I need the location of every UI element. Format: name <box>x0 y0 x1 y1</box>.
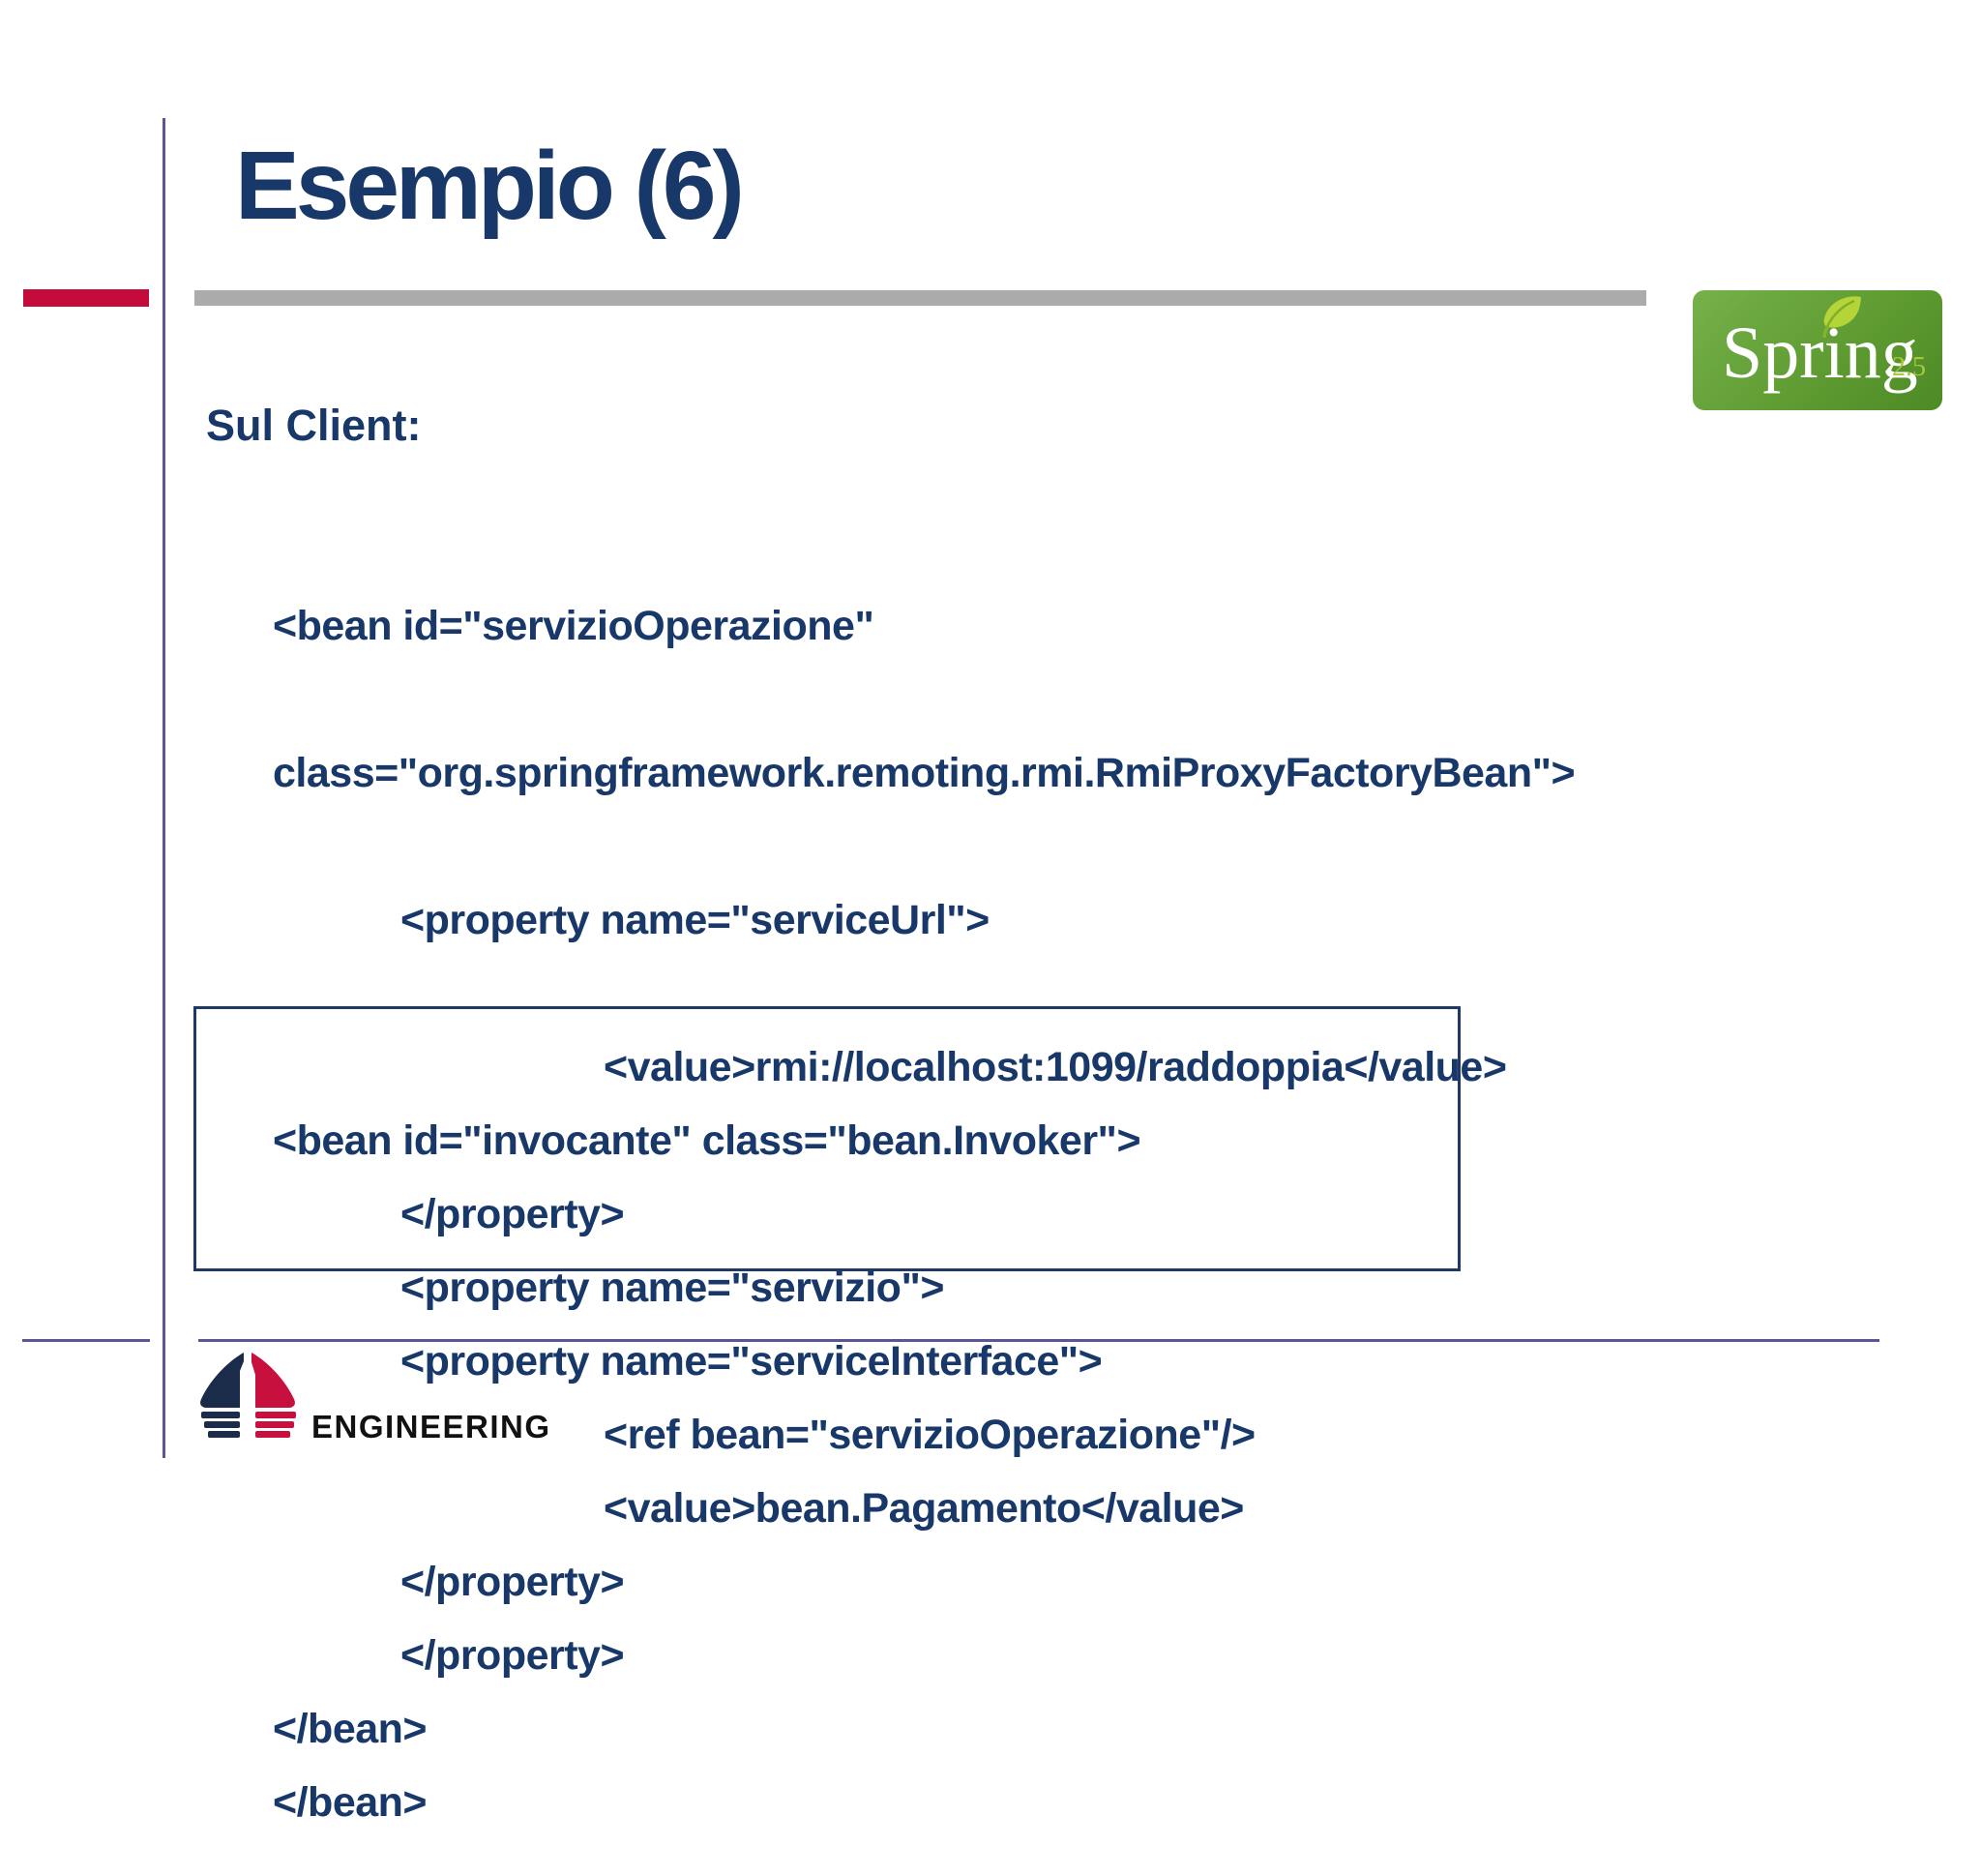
footer-rule-right <box>198 1339 1879 1342</box>
section-label: Sul Client: <box>206 401 422 450</box>
code-line: </property> <box>400 1191 625 1237</box>
code-line: </bean> <box>273 1706 428 1752</box>
code-line: <value>rmi://localhost:1099/raddoppia</v… <box>604 1044 1507 1090</box>
slide-canvas: { "slide": { "title": "Esempio (6)", "cl… <box>22 118 1942 1826</box>
left-vertical-rule <box>163 118 165 1458</box>
footer-rule-left <box>22 1339 150 1342</box>
engineering-logo-mark <box>196 1353 299 1438</box>
spring-logo-wordmark: Spring <box>1722 313 1918 394</box>
code-line: </property> <box>400 1559 625 1605</box>
code-highlight-box <box>193 1006 1461 1271</box>
code-block-invocante: <bean id="invocante" class="bean.Invoker… <box>0 1020 1981 1802</box>
code-line: class="org.springframework.remoting.rmi.… <box>273 750 1576 796</box>
red-accent-bar <box>23 289 149 307</box>
spring-logo: Spring 2.5 <box>1693 290 1942 410</box>
code-line: <bean id="servizioOperazione" <box>273 603 874 649</box>
code-line: <property name="serviceInterface"> <box>400 1338 1103 1385</box>
title-underline-bar <box>194 290 1646 306</box>
spring-logo-version: 2.5 <box>1892 352 1926 382</box>
code-line: <property name="servizio"> <box>400 1265 944 1311</box>
code-line: <ref bean="servizioOperazione"/> <box>604 1412 1256 1458</box>
code-line: <bean id="invocante" class="bean.Invoker… <box>273 1117 1141 1164</box>
page-title: Esempio (6) <box>235 132 745 240</box>
engineering-logo-label: ENGINEERING <box>311 1409 551 1444</box>
leaf-icon <box>1817 294 1867 343</box>
code-line: <property name="serviceUrl"> <box>400 897 990 943</box>
